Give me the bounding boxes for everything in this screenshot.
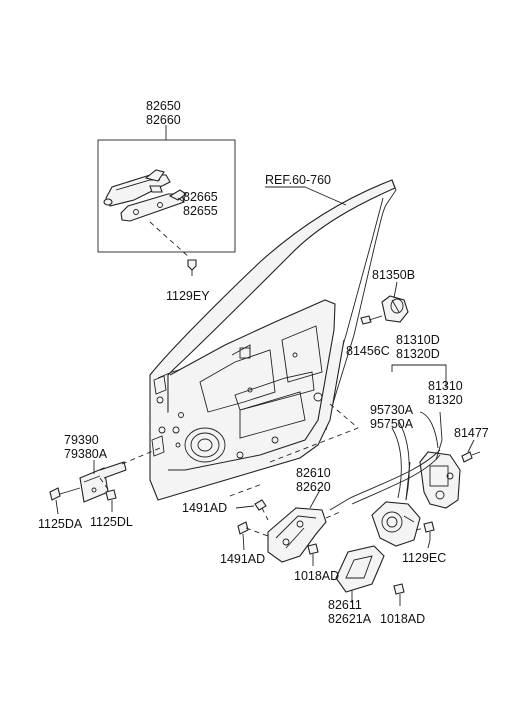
label-82611: 82611 — [328, 598, 362, 612]
door-latch-part — [329, 364, 481, 549]
dash-door-lock — [329, 403, 359, 429]
inside-handle-part — [229, 483, 341, 566]
label-82655: 82655 — [183, 204, 218, 218]
label-1018AD-center: 1018AD — [294, 569, 339, 583]
door-panel — [149, 179, 397, 501]
label-81320: 81320 — [428, 393, 463, 407]
label-95750A: 95750A — [370, 417, 414, 431]
label-81477: 81477 — [454, 426, 489, 440]
door-checker-part — [49, 447, 161, 515]
outside-handle-group — [97, 125, 236, 276]
label-81320D: 81320D — [396, 347, 440, 361]
label-82610: 82610 — [296, 466, 331, 480]
label-82660: 82660 — [146, 113, 181, 127]
handle-bezel-part — [335, 545, 405, 606]
label-82620: 82620 — [296, 480, 331, 494]
leader-ref — [304, 186, 347, 206]
outside-handle-part — [103, 169, 187, 222]
label-ref: REF.60-760 — [265, 173, 331, 187]
label-95730A: 95730A — [370, 403, 414, 417]
label-82665: 82665 — [183, 190, 218, 204]
label-82621A: 82621A — [328, 612, 372, 626]
label-81456C: 81456C — [346, 344, 390, 358]
label-82650: 82650 — [146, 99, 181, 113]
label-81350B: 81350B — [372, 268, 415, 282]
label-1125DL: 1125DL — [90, 515, 133, 529]
label-81310D: 81310D — [396, 333, 440, 347]
label-81310: 81310 — [428, 379, 463, 393]
label-1125DA: 1125DA — [38, 517, 83, 531]
label-79390: 79390 — [64, 433, 99, 447]
lock-cylinder-part — [360, 281, 409, 325]
screw-1129EY — [187, 259, 197, 276]
label-1129EC: 1129EC — [402, 551, 446, 565]
door-actuator-part — [371, 501, 421, 547]
label-79380A: 79380A — [64, 447, 108, 461]
outside-handle-box — [97, 139, 236, 253]
speaker-opening — [184, 427, 226, 463]
label-1018AD-right: 1018AD — [380, 612, 425, 626]
label-1491AD-lower: 1491AD — [220, 552, 265, 566]
label-1129EY: 1129EY — [166, 289, 210, 303]
inner-panel — [168, 299, 336, 471]
label-1491AD-upper: 1491AD — [182, 501, 227, 515]
dash-handle-screw — [149, 221, 191, 259]
